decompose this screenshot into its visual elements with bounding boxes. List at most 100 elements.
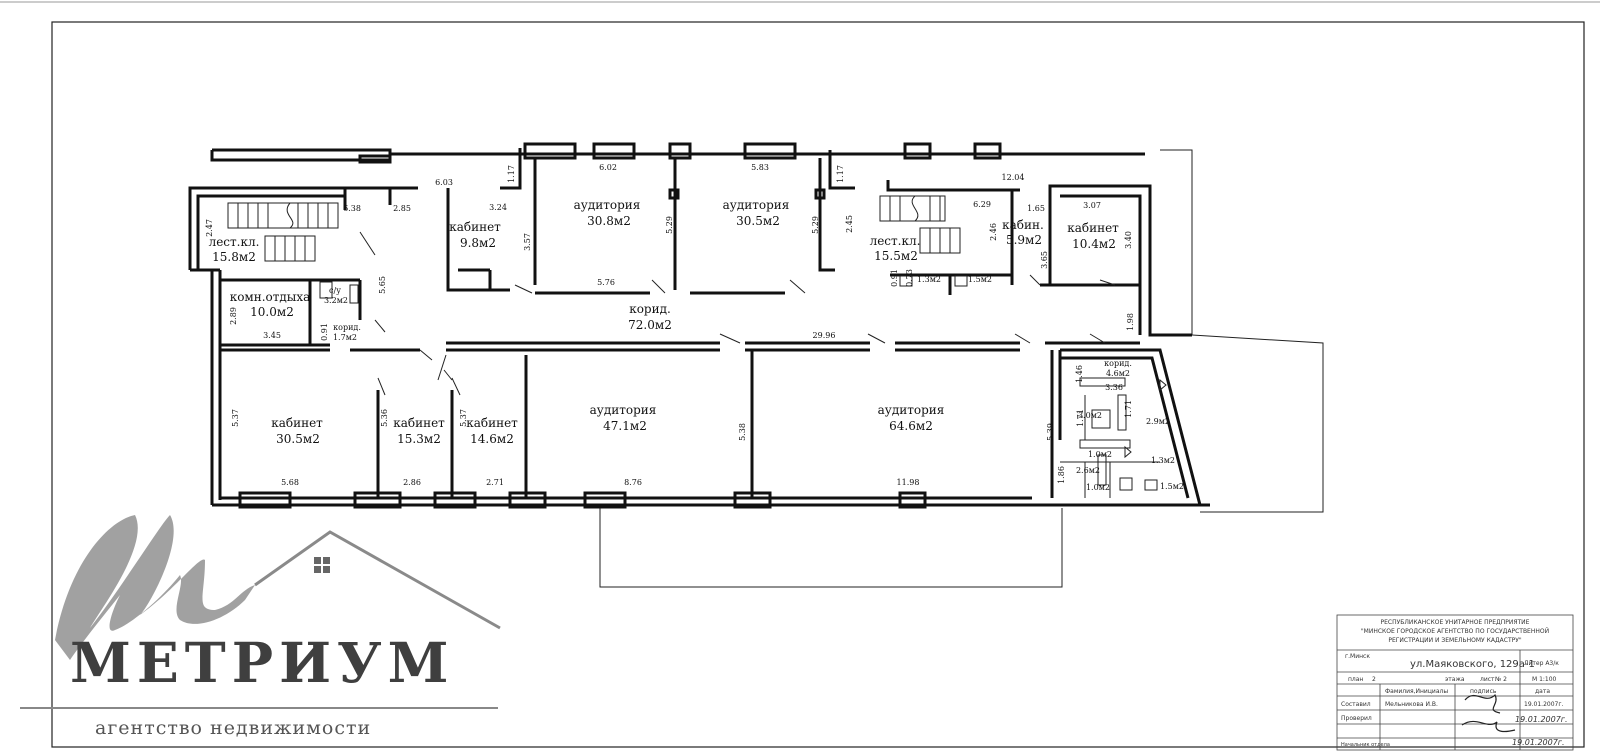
room-area: 10.4м2 xyxy=(1072,237,1116,251)
signature-date: 19.01.2007г. xyxy=(1512,738,1565,747)
dimension: 2.85 xyxy=(393,204,411,213)
dimension: 2.71 xyxy=(486,478,504,487)
room-area: 15.3м2 xyxy=(397,432,441,446)
dimension: 12.04 xyxy=(1002,173,1025,182)
org-line: РЕСПУБЛИКАНСКОЕ УНИТАРНОЕ ПРЕДПРИЯТИЕ xyxy=(1381,619,1530,626)
dimension: 5.29 xyxy=(665,216,674,234)
area-label: 2.6м2 xyxy=(1076,466,1100,475)
room-area: 10.0м2 xyxy=(250,305,294,319)
sheet-value: № 2 xyxy=(1495,676,1507,683)
room-name: корид. xyxy=(629,302,671,316)
dimension: 1.17 xyxy=(507,165,516,183)
liter: Литер А3/к xyxy=(1524,660,1559,667)
scale: М 1:100 xyxy=(1532,676,1557,683)
dimension: 6.38 xyxy=(343,204,361,213)
dimension: 3.65 xyxy=(1040,251,1049,269)
row-label: Составил xyxy=(1341,701,1371,708)
area-label: 1.3м2 xyxy=(1151,456,1175,465)
dimension: 11.98 xyxy=(897,478,920,487)
room-area: 15.8м2 xyxy=(212,250,256,264)
room-name: кабинет xyxy=(393,416,445,430)
dimension: 1.71 xyxy=(1076,409,1085,427)
dimension: 3.45 xyxy=(263,331,281,340)
room-area: 64.6м2 xyxy=(889,419,933,433)
dimension: 1.86 xyxy=(1057,466,1066,484)
dimension: 6.03 xyxy=(435,178,453,187)
dimension: 29.96 xyxy=(813,331,836,340)
room-name: с/у xyxy=(329,286,341,295)
room-name: корид. xyxy=(333,323,361,332)
dimension: 3.36 xyxy=(1105,383,1123,392)
room-area: 30.8м2 xyxy=(587,214,631,228)
dimension: 2.86 xyxy=(403,478,421,487)
area-label: 1.0м2 xyxy=(1088,450,1112,459)
dimension: 5.37 xyxy=(231,409,240,427)
room-area: 15.5м2 xyxy=(874,249,918,263)
logo-window-icon xyxy=(314,557,330,573)
row-label: Начальник отдела xyxy=(1341,742,1390,748)
metrium-logo: МЕТРИУМ агентство недвижимости xyxy=(20,515,501,739)
plan-label: план xyxy=(1348,676,1363,683)
dimension: 1.65 xyxy=(1027,204,1045,213)
dimension-labels: 6.38 2.47 2.85 6.03 1.17 3.24 3.57 6.02 … xyxy=(205,163,1135,487)
col-sign: подпись xyxy=(1470,688,1497,695)
area-label: 3.0м2 xyxy=(1078,411,1102,420)
small-area-labels: 1.3м2 1.5м2 3.0м2 2.9м2 1.0м2 2.6м2 1.3м… xyxy=(917,275,1184,492)
logo-roof xyxy=(254,530,501,630)
room-name: лест.кл. xyxy=(209,235,260,249)
room-area: 14.6м2 xyxy=(470,432,514,446)
room-name: лест.кл. xyxy=(870,234,921,248)
room-name: аудитория xyxy=(590,403,657,417)
logo-tagline: агентство недвижимости xyxy=(95,717,371,739)
logo-swoosh xyxy=(55,515,255,660)
row-label: Проверил xyxy=(1341,715,1372,722)
dimension: 5.38 xyxy=(738,423,747,441)
dimension: 2.47 xyxy=(205,219,214,237)
dimension: 5.76 xyxy=(597,278,615,287)
title-block-text: РЕСПУБЛИКАНСКОЕ УНИТАРНОЕ ПРЕДПРИЯТИЕ "М… xyxy=(1341,619,1568,748)
room-name: аудитория xyxy=(878,403,945,417)
room-area: 4.6м2 xyxy=(1106,369,1130,378)
room-area: 9.8м2 xyxy=(460,236,496,250)
room-name: аудитория xyxy=(574,198,641,212)
dimension: 3.24 xyxy=(489,203,507,212)
dimension: 5.36 xyxy=(380,409,389,427)
room-name: комн.отдыха xyxy=(230,290,311,304)
room-area: 30.5м2 xyxy=(276,432,320,446)
dimension: 1.46 xyxy=(1075,365,1084,383)
dimension: 1.17 xyxy=(836,165,845,183)
sheet-frame xyxy=(51,21,1585,748)
dimension: 8.76 xyxy=(624,478,642,487)
dimension: 0.91 xyxy=(320,323,329,341)
area-label: 2.9м2 xyxy=(1146,417,1170,426)
room-name: кабинет xyxy=(466,416,518,430)
col-date: дата xyxy=(1535,688,1550,695)
address: ул.Маяковского, 129а-1 xyxy=(1410,659,1535,670)
dimension: 5.65 xyxy=(378,276,387,294)
dimension: 5.29 xyxy=(811,216,820,234)
dimension: 0.73 xyxy=(905,269,914,287)
floor-label: этажа xyxy=(1445,676,1465,683)
col-name: Фамилия,Инициалы xyxy=(1385,688,1448,695)
room-name: корид. xyxy=(1104,359,1132,368)
doors-and-stairs xyxy=(227,195,1167,498)
area-label: 1.5м2 xyxy=(1160,482,1184,491)
signature-date: 19.01.2007г. xyxy=(1515,715,1568,724)
dimension: 3.07 xyxy=(1083,201,1101,210)
room-area: 1.7м2 xyxy=(333,333,357,342)
room-area: 47.1м2 xyxy=(603,419,647,433)
walls xyxy=(188,142,1210,509)
row-name: Мельникова И.В. xyxy=(1385,701,1438,708)
dimension: 5.39 xyxy=(1046,423,1055,441)
row-date: 19.01.2007г. xyxy=(1524,701,1564,708)
room-name: кабинет xyxy=(1067,221,1119,235)
room-area: 30.5м2 xyxy=(736,214,780,228)
logo-name: МЕТРИУМ xyxy=(70,630,455,695)
room-labels: лест.кл. 15.8м2 комн.отдыха 10.0м2 с/у 3… xyxy=(209,198,1132,446)
dimension: 5.83 xyxy=(751,163,769,172)
signature-scribble xyxy=(1461,693,1516,733)
room-area: 3.2м2 xyxy=(324,296,348,305)
city: г.Минск xyxy=(1345,653,1370,660)
dimension: 1.98 xyxy=(1126,313,1135,331)
